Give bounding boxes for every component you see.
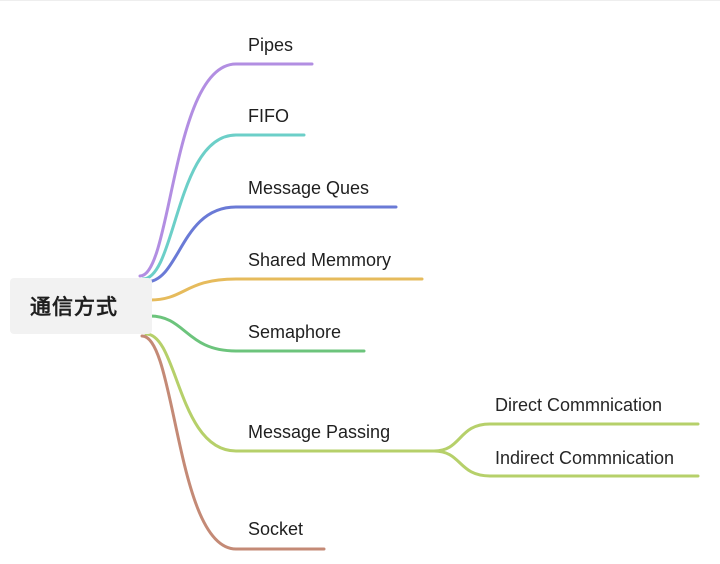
branch-line-shared-memmory: [148, 277, 424, 302]
root-node[interactable]: 通信方式: [10, 278, 152, 334]
node-socket[interactable]: Socket: [248, 519, 304, 539]
branch-line-pipes: [138, 62, 314, 278]
branch-line-semaphore: [148, 314, 366, 353]
node-message-passing[interactable]: Message Passing: [248, 422, 391, 442]
node-fifo[interactable]: FIFO: [248, 106, 289, 126]
top-divider: [0, 0, 720, 1]
node-shared-memmory[interactable]: Shared Memmory: [248, 250, 392, 270]
node-pipes[interactable]: Pipes: [248, 35, 294, 55]
branch-line-fifo: [141, 133, 306, 281]
branch-line-message-passing: [144, 332, 436, 453]
sub-branch-line-direct: [432, 422, 700, 453]
node-indirect-commnication[interactable]: Indirect Commnication: [495, 448, 675, 468]
branch-line-socket: [140, 334, 326, 551]
node-message-ques[interactable]: Message Ques: [248, 178, 370, 198]
root-node-label: 通信方式: [30, 295, 118, 319]
branch-line-message-ques: [144, 205, 398, 284]
node-direct-commnication[interactable]: Direct Commnication: [495, 395, 663, 415]
sub-branch-line-indirect: [432, 449, 700, 478]
node-semaphore[interactable]: Semaphore: [248, 322, 342, 342]
